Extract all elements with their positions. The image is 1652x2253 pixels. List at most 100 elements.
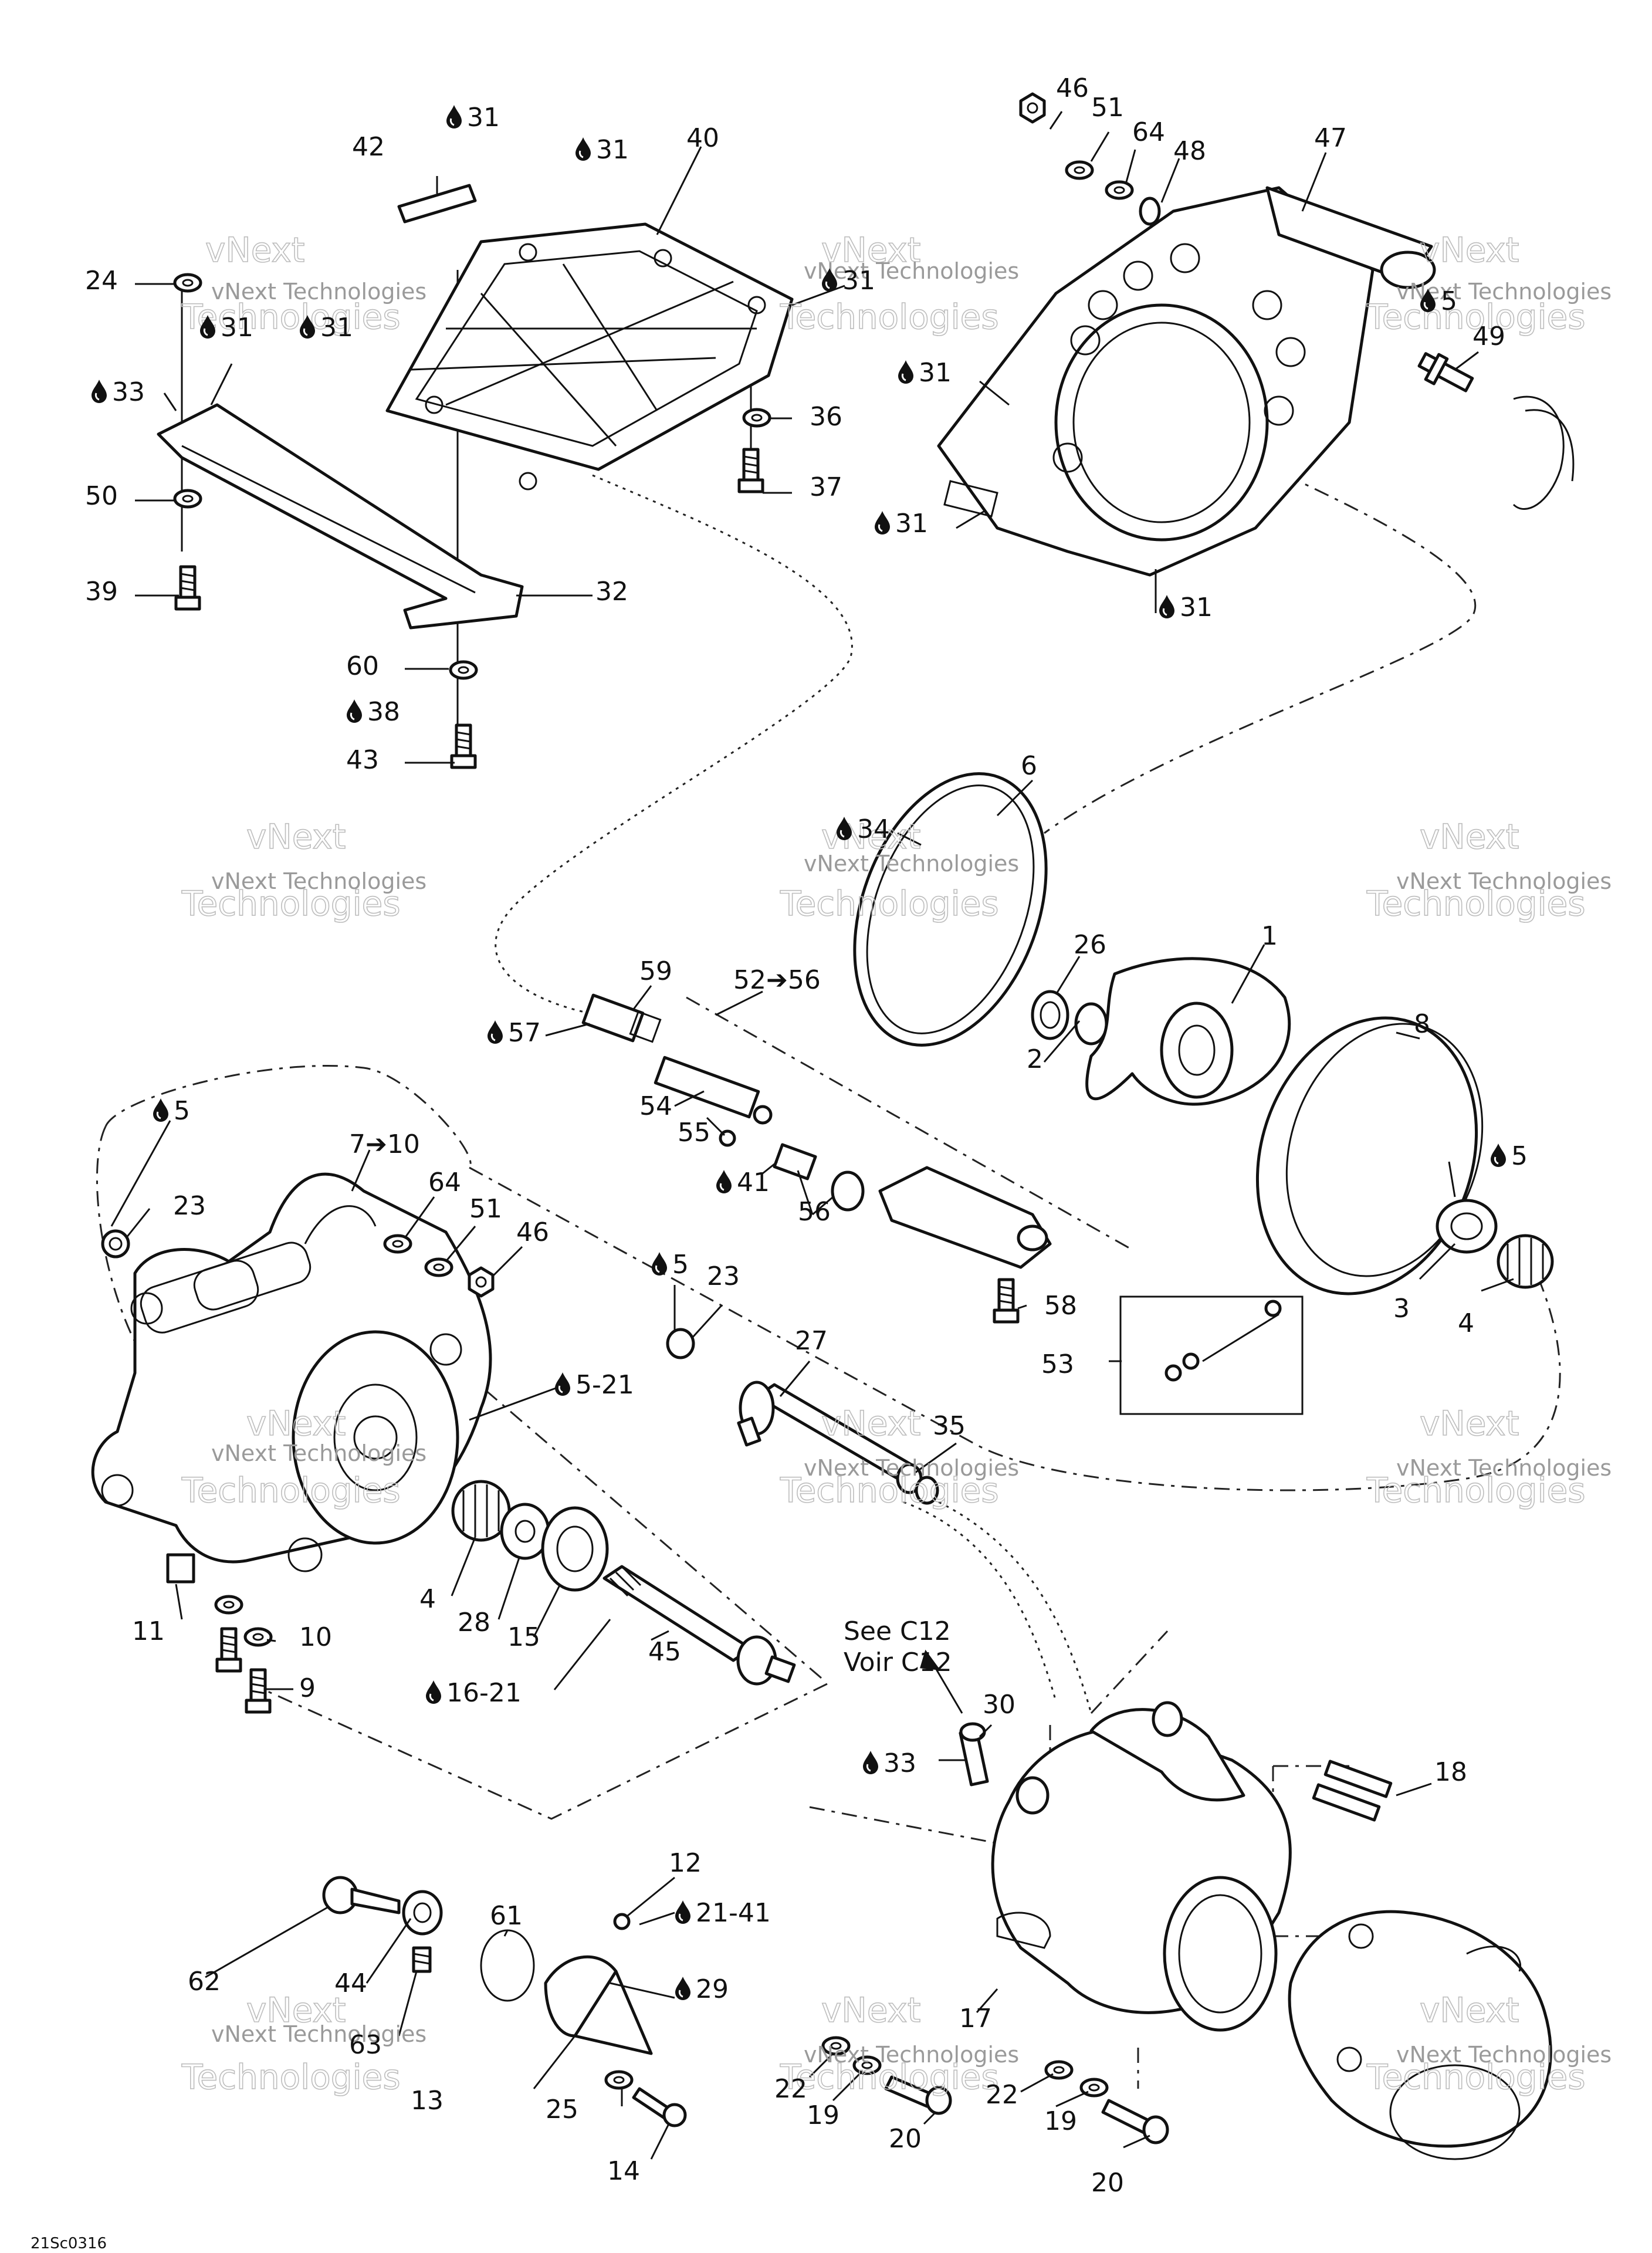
- callout-label: 5-21: [576, 1370, 634, 1400]
- callout-c33a: 33: [92, 377, 145, 407]
- callout-c33b: 33: [863, 1748, 916, 1778]
- part-8-wear-ring: [1255, 1016, 1484, 1295]
- part-15-thrust-bearing: [541, 1506, 609, 1592]
- part-42-spacer: [397, 184, 477, 224]
- callout-label: 13: [411, 2086, 444, 2116]
- oil-drop-icon: [555, 1372, 570, 1396]
- callout-c48: 48: [1173, 136, 1206, 166]
- svg-text:vNext: vNext: [246, 1990, 346, 2030]
- svg-text:vNext: vNext: [1420, 1990, 1519, 2030]
- callout-c12: 12: [669, 1848, 702, 1878]
- callout-label: 49: [1472, 322, 1505, 351]
- callout-label: 40: [686, 123, 719, 153]
- svg-text:Technologies: Technologies: [181, 884, 401, 923]
- callout-c44: 44: [334, 1968, 367, 1998]
- callout-label: 33: [883, 1748, 916, 1778]
- watermark-mid-right: vNext vNext Technologies Technologies: [1366, 816, 1612, 924]
- svg-text:vNext Technologies: vNext Technologies: [804, 851, 1019, 877]
- svg-text:vNext Technologies: vNext Technologies: [211, 2021, 426, 2047]
- callout-label: 36: [810, 402, 842, 432]
- callout-label: 51: [469, 1194, 502, 1224]
- watermark-bottom-center: vNext vNext Technologies Technologies: [779, 1990, 1019, 2098]
- svg-text:Technologies: Technologies: [780, 1470, 999, 1510]
- part-18-pins: [1312, 1760, 1393, 1822]
- callout-label: 17: [959, 2004, 992, 2034]
- svg-text:vNext Technologies: vNext Technologies: [1396, 1455, 1612, 1481]
- part-41-fitting: [773, 1143, 817, 1180]
- part-13-cone: [544, 1955, 653, 2055]
- callout-c5a: 5: [1420, 286, 1457, 316]
- svg-text:vNext: vNext: [1420, 1403, 1519, 1443]
- callout-c30: 30: [983, 1690, 1015, 1720]
- callout-label: 32: [595, 577, 628, 607]
- callout-label: 2: [1027, 1044, 1043, 1074]
- svg-text:Technologies: Technologies: [1366, 1470, 1586, 1510]
- callout-label: 64: [428, 1168, 461, 1197]
- oil-drop-icon: [898, 360, 913, 384]
- svg-text:vNext: vNext: [821, 1990, 920, 2030]
- part-63-plug: [412, 1946, 432, 1973]
- callout-c34: 34: [837, 814, 890, 844]
- watermark-mid-center: vNext vNext Technologies Technologies: [779, 816, 1019, 924]
- callout-label: 44: [334, 1968, 367, 1998]
- callout-c29: 29: [675, 1974, 729, 2004]
- callout-c54: 54: [639, 1091, 672, 1121]
- svg-text:vNext Technologies: vNext Technologies: [804, 2042, 1019, 2068]
- callout-label: 31: [895, 509, 928, 539]
- callout-label: 19: [1044, 2106, 1077, 2136]
- svg-text:vNext Technologies: vNext Technologies: [1396, 868, 1612, 894]
- callout-c28: 28: [458, 1608, 490, 1638]
- callout-label: 16-21: [446, 1678, 522, 1708]
- callout-label: 5: [672, 1250, 689, 1280]
- callout-c18: 18: [1434, 1757, 1467, 1787]
- callout-label: 8: [1414, 1009, 1430, 1039]
- oil-drop-icon: [426, 1680, 441, 1704]
- part-49-fitting: [1417, 352, 1575, 510]
- callout-label: 25: [546, 2095, 578, 2125]
- callout-label: 45: [648, 1637, 681, 1667]
- watermark-top-left: vNext vNext Technologies Technologies: [181, 229, 426, 337]
- svg-text:vNext Technologies: vNext Technologies: [211, 1440, 426, 1466]
- callout-label: 5: [1511, 1141, 1528, 1171]
- callout-label: 26: [1074, 930, 1106, 960]
- oil-drop-icon: [347, 699, 362, 723]
- callout-label: 31: [842, 266, 875, 296]
- svg-text:vNext: vNext: [205, 230, 304, 270]
- callout-c46a: 46: [1056, 73, 1089, 103]
- callout-label: 14: [607, 2156, 640, 2186]
- part-32-bracket: [157, 403, 524, 630]
- callout-label: 4: [1458, 1308, 1474, 1338]
- callout-c7: 7➔10: [349, 1129, 420, 1159]
- callout-label: 29: [696, 1974, 729, 2004]
- svg-text:vNext Technologies: vNext Technologies: [1396, 2042, 1612, 2068]
- svg-text:vNext: vNext: [821, 1403, 920, 1443]
- callout-label: 19: [807, 2100, 839, 2130]
- callout-label: 59: [639, 956, 672, 986]
- callout-label: 46: [1056, 73, 1089, 103]
- callout-c31b: 31: [576, 135, 629, 165]
- callout-c60: 60: [346, 651, 379, 681]
- callout-c36: 36: [810, 402, 842, 432]
- callout-c1: 1: [1261, 921, 1278, 951]
- part-40-grate: [385, 222, 794, 490]
- callout-c46b: 46: [516, 1217, 549, 1247]
- callout-label: 64: [1132, 117, 1165, 147]
- callout-label: 52➔56: [733, 965, 821, 995]
- svg-text:vNext: vNext: [246, 1403, 346, 1443]
- callout-c40: 40: [686, 123, 719, 153]
- callout-c55: 55: [678, 1118, 710, 1148]
- part-61-o-ring: [480, 1929, 535, 2002]
- callout-c19a: 19: [807, 2100, 839, 2130]
- callout-c9: 9: [299, 1673, 316, 1703]
- oil-drop-icon: [1159, 595, 1174, 618]
- nozzle-assembly: [1288, 1910, 1552, 2160]
- callout-c51b: 51: [469, 1194, 502, 1224]
- oil-drop-icon: [1491, 1144, 1506, 1167]
- watermark-bottom-right: vNext vNext Technologies Technologies: [1366, 1990, 1612, 2098]
- callout-c52: 52➔56: [733, 965, 821, 995]
- callout-label: 28: [458, 1608, 490, 1638]
- callout-label: 9: [299, 1673, 316, 1703]
- callout-c5c: 5: [1491, 1141, 1528, 1171]
- reference-note: See C12 Voir C12: [844, 1616, 952, 1677]
